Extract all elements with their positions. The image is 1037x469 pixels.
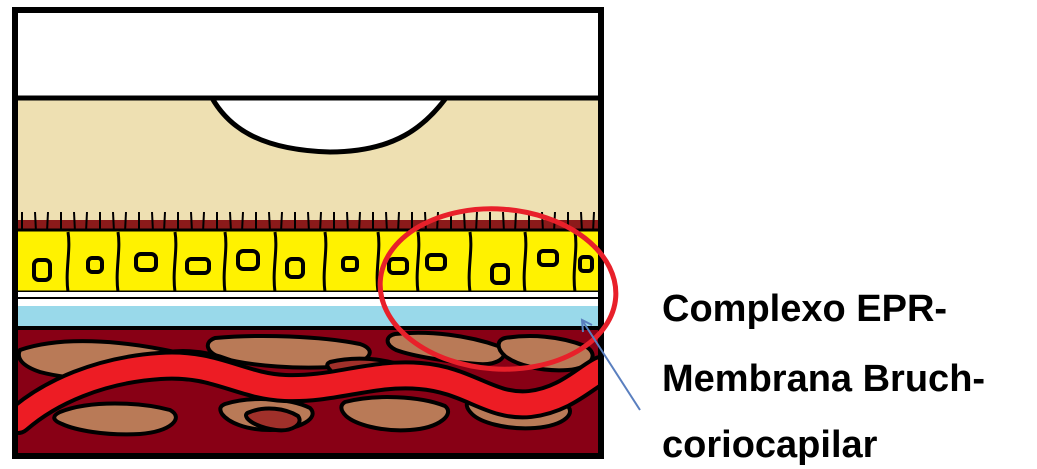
- rpe-cell-wall: [174, 232, 176, 292]
- annotation-label-line-2: Membrana Bruch-: [662, 360, 985, 398]
- rpe-cell-wall: [574, 232, 576, 292]
- rpe-cell-wall: [524, 232, 526, 292]
- bruch-membrane-layer: [15, 306, 601, 328]
- rpe-cell-wall: [67, 232, 69, 292]
- rpe-cell-wall: [224, 232, 226, 292]
- rpe-cell-wall: [417, 232, 419, 292]
- choroid-layer: [15, 330, 601, 456]
- rpe-cell-wall: [324, 232, 326, 292]
- rpe-cell-wall: [274, 232, 276, 292]
- vitreous-layer: [15, 10, 601, 98]
- annotation-label-line-3: coriocapilar: [662, 426, 877, 464]
- annotation-label-line-1: Complexo EPR-: [662, 290, 947, 328]
- rpe-cell-wall: [117, 232, 119, 292]
- rpe-cell-wall: [469, 232, 471, 292]
